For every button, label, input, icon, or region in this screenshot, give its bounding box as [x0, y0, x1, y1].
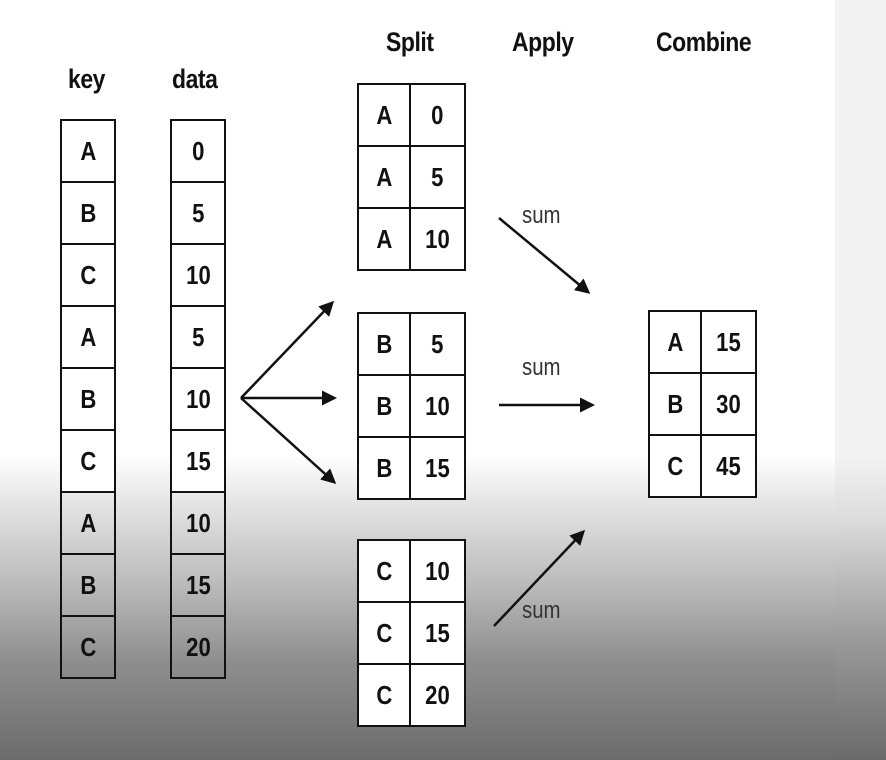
- split-arrow-c: [240, 397, 337, 485]
- data-cell: 20: [170, 615, 226, 679]
- right-side-strip: [835, 0, 886, 760]
- key-cell: B: [60, 181, 116, 245]
- key-cell: A: [60, 119, 116, 183]
- data-cell: 10: [170, 367, 226, 431]
- key-cell: C: [60, 615, 116, 679]
- combine-header: Combine: [656, 27, 752, 57]
- key-cell: B: [60, 367, 116, 431]
- data-cell: 10: [170, 243, 226, 307]
- data-cell: 0: [170, 119, 226, 183]
- key-column: A B C A B C A B C: [60, 119, 116, 679]
- key-cell: C: [60, 243, 116, 307]
- data-cell: 5: [170, 181, 226, 245]
- apply-sum-label-c: sum: [522, 597, 561, 624]
- key-cell: A: [60, 305, 116, 369]
- data-cell: 15: [170, 553, 226, 617]
- key-cell: B: [60, 553, 116, 617]
- apply-sum-label-b: sum: [522, 354, 561, 381]
- data-cell: 5: [170, 305, 226, 369]
- data-cell: 15: [170, 429, 226, 493]
- data-column: 0 5 10 5 10 15 10 15 20: [170, 119, 226, 679]
- apply-sum-label-a: sum: [522, 202, 561, 229]
- key-cell: C: [60, 429, 116, 493]
- apply-header: Apply: [512, 27, 574, 57]
- split-arrow-a: [240, 300, 335, 399]
- data-cell: 10: [170, 491, 226, 555]
- data-header: data: [172, 64, 218, 94]
- key-cell: A: [60, 491, 116, 555]
- key-header: key: [68, 64, 106, 94]
- split-header: Split: [386, 27, 434, 57]
